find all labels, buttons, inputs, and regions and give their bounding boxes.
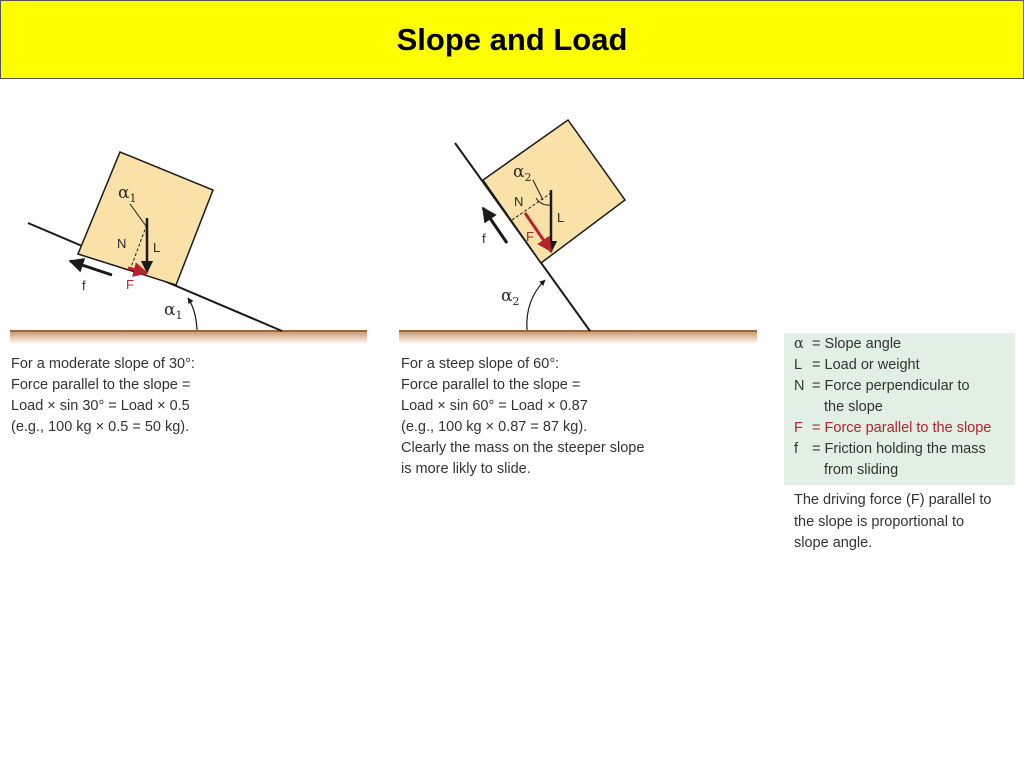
label-f-right: f [482,231,486,246]
alpha-label-block-right: α2 [513,162,531,184]
angle-arc-inner-right [535,197,552,206]
caption-moderate-slope: For a moderate slope of 30°: Force paral… [11,354,195,438]
note-line: The driving force (F) parallel to [794,492,992,508]
title-bar: Slope and Load [0,0,1024,79]
note-line: the slope is proportional to [794,513,965,530]
legend-symbol: L [794,357,803,373]
label-L-left: L [153,240,160,255]
legend-symbol: f [794,441,799,457]
angle-arc-right [526,279,546,331]
legend-item-N: N = Force perpendicular to [794,376,970,397]
legend-symbol: F [794,420,803,436]
legend-text: = Friction holding the mass [812,441,986,457]
alpha-label-angle-left: α1 [164,300,182,322]
legend-symbol: N [794,378,805,394]
legend-symbol: α [794,336,804,352]
ground-left [10,330,367,344]
page-title: Slope and Load [396,21,628,57]
force-F-arrow-left [127,262,149,277]
load-block-left [76,151,214,286]
perpendicular-dashed-right [511,192,552,221]
legend-item-f-cont: from sliding [824,462,899,478]
alpha-label-block-left: α1 [118,183,136,205]
label-F-right: F [526,229,534,244]
legend-item-f: f = Friction holding the mass [794,439,986,460]
alpha-label-angle-right: α2 [501,286,519,308]
legend-box: α = Slope angle L = Load or weight N = F… [784,333,1015,485]
alpha-pointer-right [532,179,544,201]
caption-line: (e.g., 100 kg × 0.87 = 87 kg). [401,419,588,435]
legend-item-N-cont: the slope [824,399,883,415]
legend-item-F: F = Force parallel to the slope [794,418,991,439]
perpendicular-dashed-left [129,223,148,271]
legend-text: = Load or weight [812,357,920,373]
label-L-right: L [557,210,564,225]
driving-force-note: The driving force (F) parallel to the sl… [794,490,991,555]
legend-item-alpha: α = Slope angle [794,334,901,355]
caption-line: For a moderate slope of 30°: [11,356,195,372]
caption-line: Force parallel to the slope = [11,377,191,393]
friction-arrow-right [481,206,509,244]
label-F-left: F [126,277,134,292]
label-N-right: N [514,194,523,209]
legend-item-L: L = Load or weight [794,355,920,376]
note-line: slope angle. [794,535,873,551]
angle-arc-left [187,297,198,331]
caption-line: (e.g., 100 kg × 0.5 = 50 kg). [11,419,190,435]
caption-line: For a steep slope of 60°: [401,356,560,372]
legend-text: = Force perpendicular to [812,378,970,394]
caption-line: Load × sin 60° = Load × 0.87 [401,398,588,414]
alpha-pointer-left [129,203,147,227]
label-f-left: f [82,278,86,293]
caption-line: Force parallel to the slope = [401,377,581,393]
moderate-slope-diagram: α1 N L F f α1 [10,151,367,344]
ground-right [399,330,757,344]
legend-text: = Force parallel to the slope [812,420,992,436]
legend-text: = Slope angle [812,336,902,352]
friction-arrow-left [68,258,113,277]
load-block-right [481,118,627,265]
caption-line: is more likly to slide. [401,461,531,477]
caption-line: Clearly the mass on the steeper slope [401,440,645,456]
steep-slope-diagram: α2 N L F f α2 [399,118,757,344]
caption-line: Load × sin 30° = Load × 0.5 [11,398,190,414]
caption-steep-slope: For a steep slope of 60°: Force parallel… [401,354,644,480]
label-N-left: N [117,236,126,251]
force-F-arrow-right [523,212,553,253]
